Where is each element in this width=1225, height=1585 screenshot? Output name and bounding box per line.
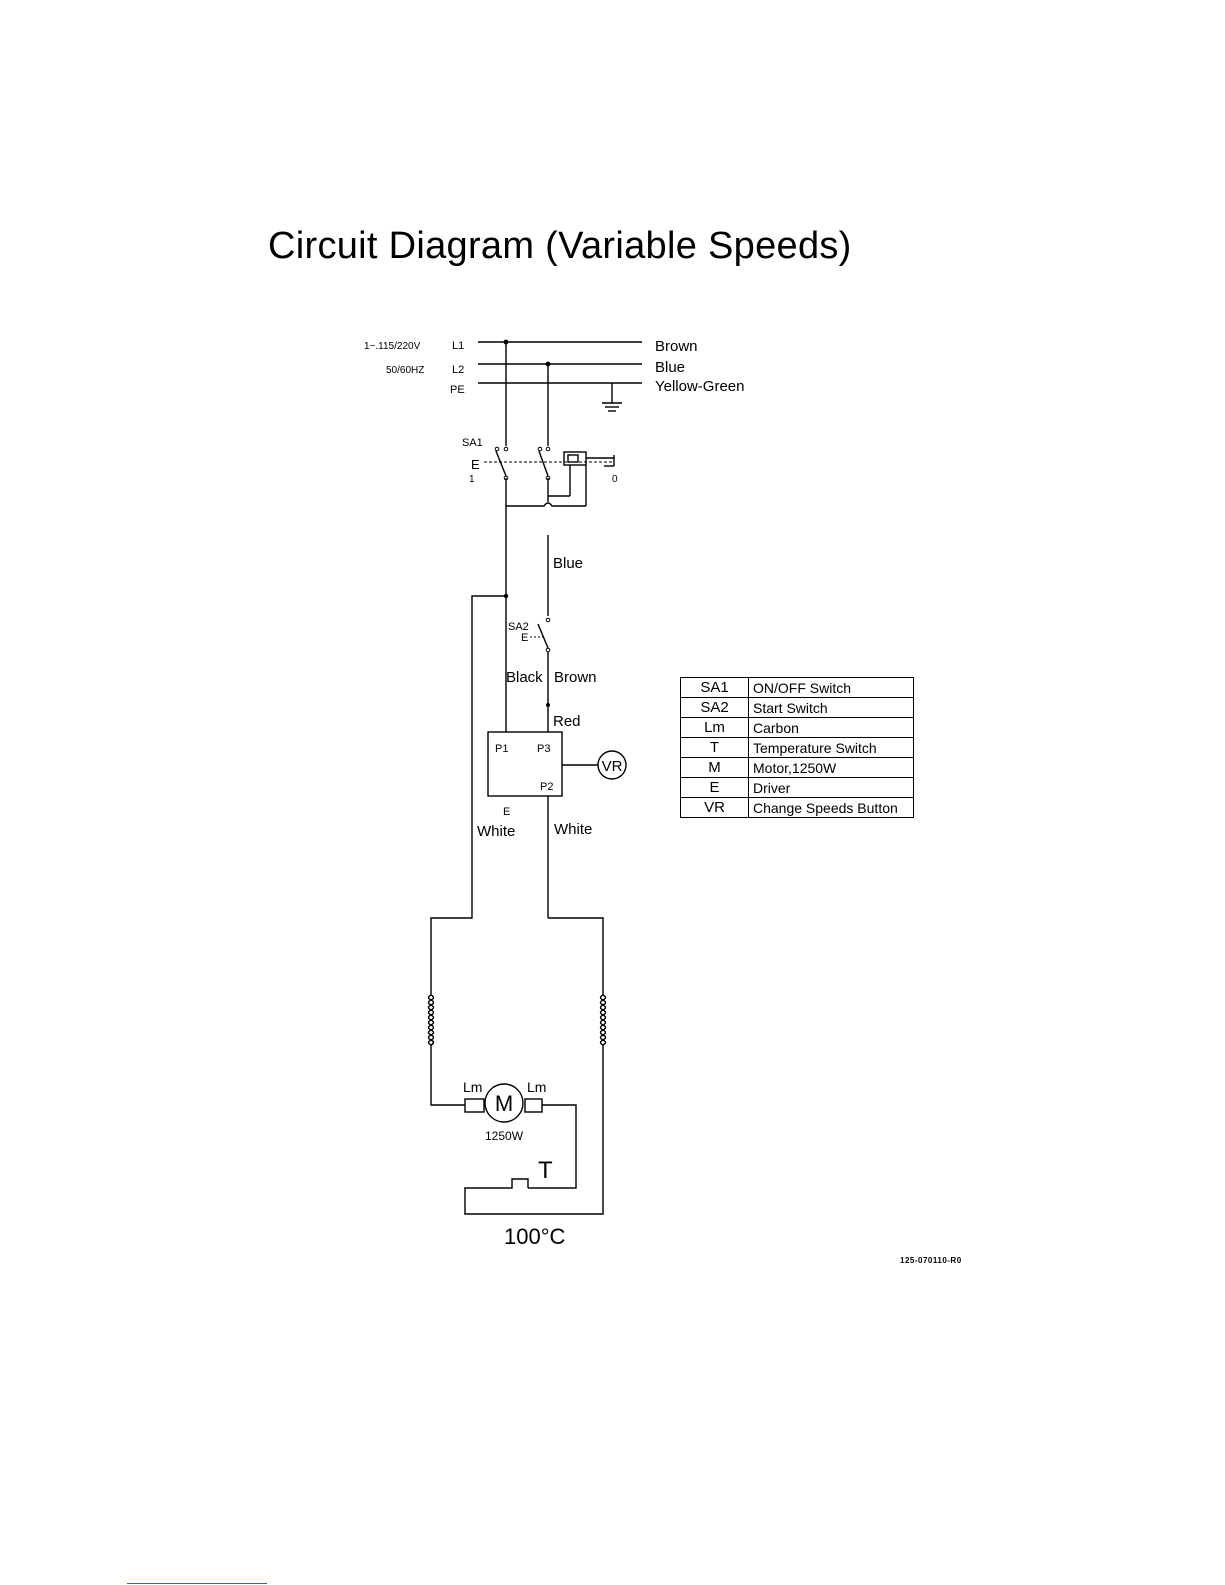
blue-wire-label: Blue — [553, 555, 583, 572]
crossover-wire — [506, 503, 586, 506]
right-field-coil-icon — [601, 995, 606, 1045]
svg-text:P3: P3 — [537, 743, 550, 755]
l2-label: L2 — [452, 364, 464, 376]
red-wire-joint — [546, 703, 550, 707]
legend-code: M — [681, 758, 749, 778]
left-coil-to-motor-wire — [431, 1045, 465, 1105]
svg-text:T: T — [538, 1157, 553, 1184]
legend-row: E Driver — [681, 778, 914, 798]
legend-desc: Temperature Switch — [749, 738, 914, 758]
svg-text:1: 1 — [469, 474, 475, 485]
legend-code: Lm — [681, 718, 749, 738]
legend-table: SA1 ON/OFF Switch SA2 Start Switch Lm Ca… — [680, 677, 914, 818]
legend-desc: ON/OFF Switch — [749, 678, 914, 698]
pe-label: PE — [450, 384, 465, 396]
supply-voltage-label: 1~.115/220V — [364, 341, 421, 352]
legend-code: E — [681, 778, 749, 798]
legend-row: SA1 ON/OFF Switch — [681, 678, 914, 698]
right-white-label: White — [554, 821, 592, 838]
legend-row: M Motor,1250W — [681, 758, 914, 778]
legend-code: VR — [681, 798, 749, 818]
black-wire-label: Black — [506, 669, 543, 686]
sa1-switch: SA1 E 1 0 — [462, 437, 618, 506]
legend-row: T Temperature Switch — [681, 738, 914, 758]
left-field-coil-icon — [429, 995, 434, 1045]
document-id: 125-070110-R0 — [900, 1256, 962, 1265]
legend-row: SA2 Start Switch — [681, 698, 914, 718]
supply-frequency-label: 50/60HZ — [386, 365, 424, 376]
legend-row: Lm Carbon — [681, 718, 914, 738]
ground-icon — [602, 383, 622, 411]
legend-code: T — [681, 738, 749, 758]
l1-color-label: Brown — [655, 338, 698, 355]
svg-text:P1: P1 — [495, 743, 508, 755]
svg-text:VR: VR — [602, 758, 623, 775]
svg-text:E: E — [503, 806, 510, 818]
legend-desc: Driver — [749, 778, 914, 798]
motor: M Lm Lm 1250W — [463, 1079, 546, 1143]
sa2-switch: SA2 E — [508, 618, 550, 652]
svg-text:Lm: Lm — [527, 1079, 546, 1095]
red-wire-label: Red — [553, 713, 581, 730]
svg-text:P2: P2 — [540, 781, 553, 793]
thermal-temperature-label: 100°C — [504, 1224, 566, 1249]
svg-text:E: E — [521, 632, 528, 644]
legend-row: VR Change Speeds Button — [681, 798, 914, 818]
svg-text:M: M — [495, 1091, 513, 1116]
l1-label: L1 — [452, 340, 464, 352]
svg-text:E: E — [471, 457, 480, 472]
svg-text:SA1: SA1 — [462, 437, 483, 449]
left-white-label: White — [477, 823, 515, 840]
legend-code: SA2 — [681, 698, 749, 718]
driver-box: P1 P3 P2 E — [488, 732, 562, 818]
legend-desc: Motor,1250W — [749, 758, 914, 778]
right-motor-wire — [548, 918, 603, 995]
legend-desc: Carbon — [749, 718, 914, 738]
svg-text:0: 0 — [612, 474, 618, 485]
pe-color-label: Yellow-Green — [655, 378, 745, 395]
l2-color-label: Blue — [655, 359, 685, 376]
legend-desc: Change Speeds Button — [749, 798, 914, 818]
page-link-underline[interactable] — [127, 1583, 267, 1584]
vr-button: VR — [598, 751, 626, 779]
svg-text:1250W: 1250W — [485, 1129, 524, 1143]
legend-code: SA1 — [681, 678, 749, 698]
brown-wire-label: Brown — [554, 669, 597, 686]
svg-text:Lm: Lm — [463, 1079, 482, 1095]
legend-desc: Start Switch — [749, 698, 914, 718]
